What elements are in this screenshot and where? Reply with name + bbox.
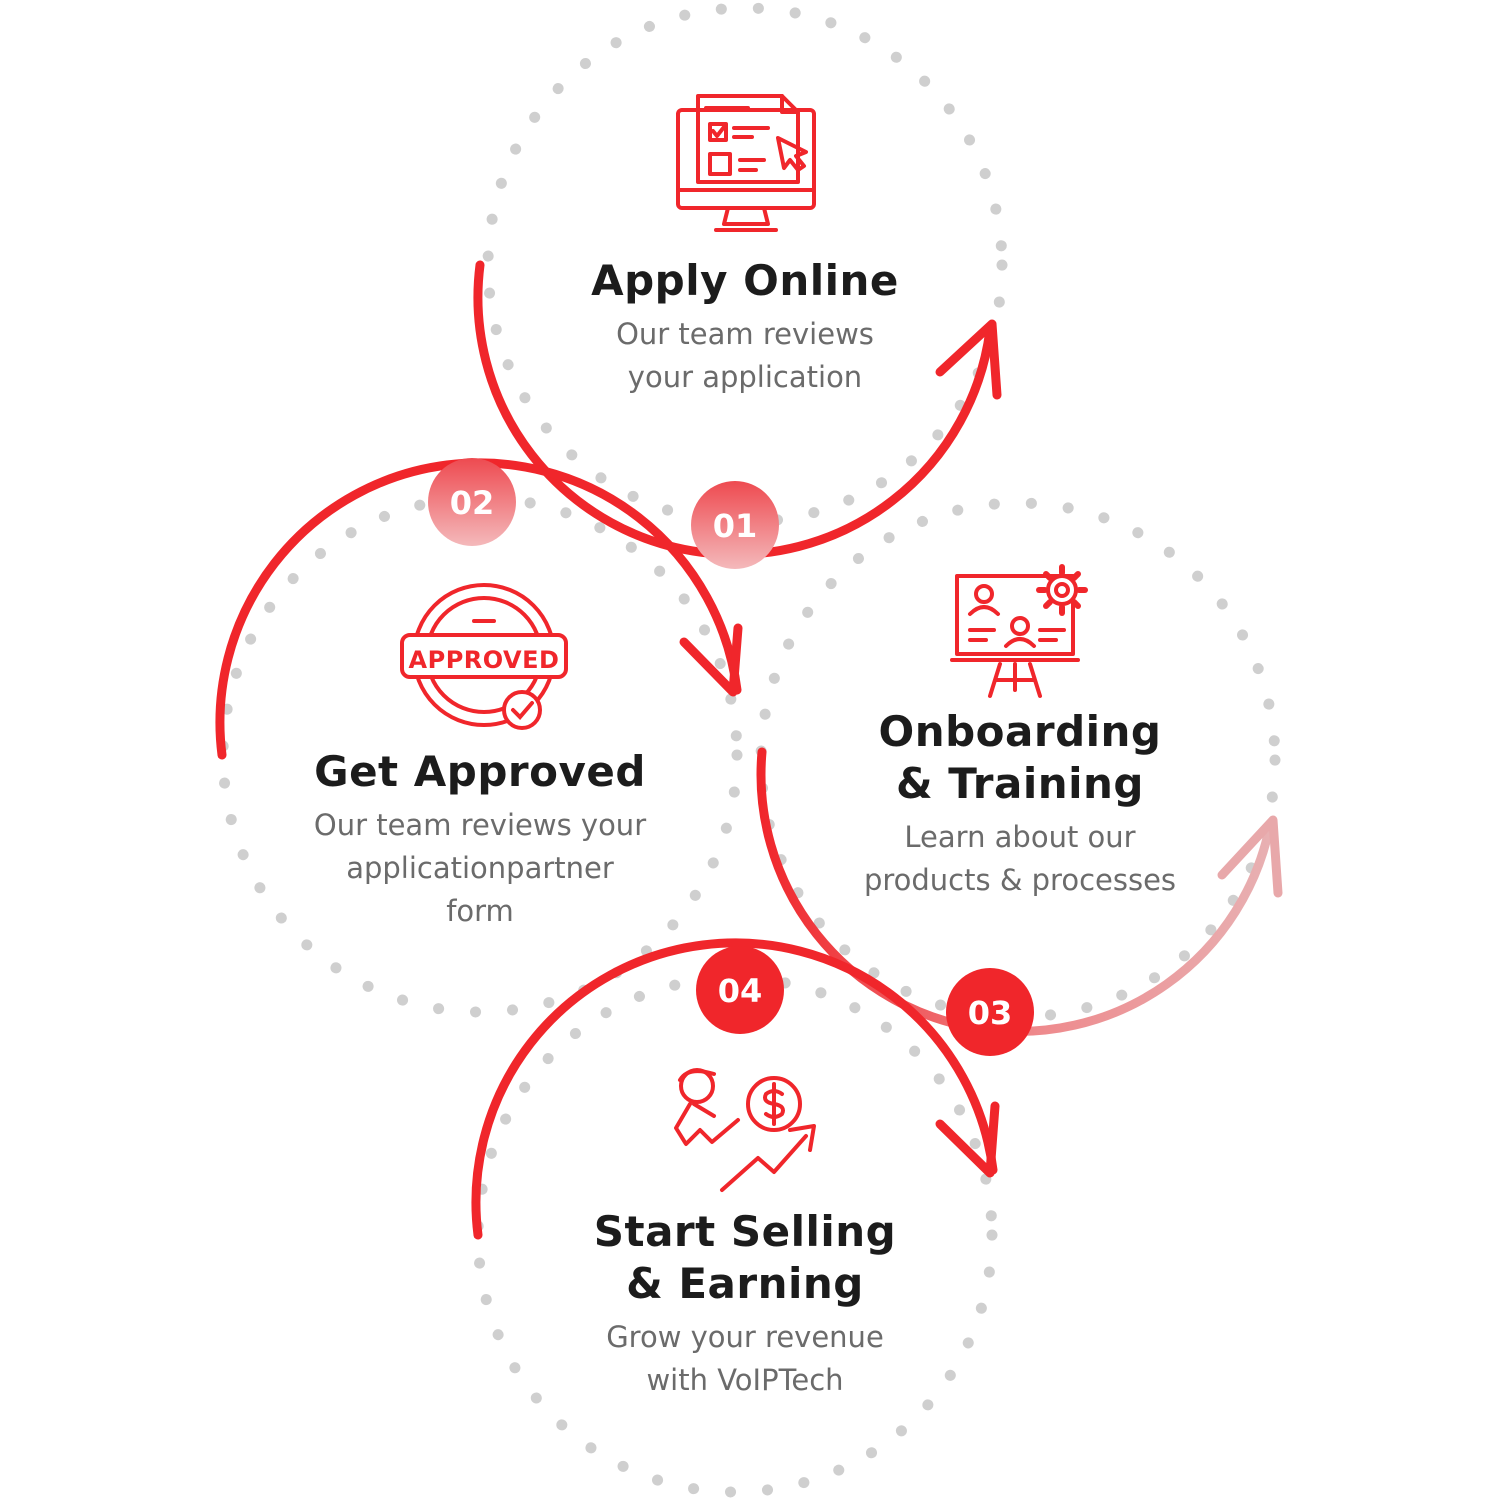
approved-stamp-icon	[400, 583, 568, 730]
training-presentation-icon	[950, 564, 1088, 698]
progress-arc-4	[471, 938, 998, 1240]
step-4-text: Start Selling & Earning Grow your revenu…	[540, 1206, 950, 1402]
dotted-circle-4	[472, 972, 998, 1498]
stamp-label: APPROVED	[409, 646, 560, 674]
step-badge-01: 01	[691, 481, 779, 569]
revenue-growth-icon	[674, 1068, 816, 1192]
step-badge-03: 03	[946, 968, 1034, 1056]
step-number: 02	[450, 484, 495, 522]
arrowhead-2	[679, 623, 743, 697]
step-number: 01	[713, 507, 758, 545]
step-badge-02: 02	[428, 458, 516, 546]
step-1-text: Apply Online Our team reviews your appli…	[545, 255, 945, 399]
step-number: 04	[718, 972, 763, 1010]
dotted-circle-2	[217, 492, 743, 1018]
step-description: Grow your revenue with VoIPTech	[606, 1320, 884, 1397]
step-description: Our team reviews your applicationpartner…	[313, 808, 647, 928]
step-2-text: Get Approved Our team reviews your appli…	[250, 746, 710, 933]
step-title: Get Approved	[314, 747, 646, 796]
step-title: Apply Online	[591, 256, 899, 305]
step-description: Our team reviews your application	[616, 317, 874, 394]
online-application-monitor-icon	[676, 94, 816, 232]
progress-arc-2	[215, 458, 742, 760]
step-number: 03	[968, 994, 1013, 1032]
arrowhead-4	[935, 1101, 1000, 1178]
step-title: Onboarding & Training	[878, 707, 1162, 808]
step-description: Learn about our products & processes	[863, 820, 1177, 897]
arrowhead-1	[935, 319, 1002, 400]
step-3-text: Onboarding & Training Learn about our pr…	[810, 706, 1230, 902]
step-title: Start Selling & Earning	[593, 1207, 897, 1308]
arrowhead-3	[1217, 815, 1283, 898]
step-badge-04: 04	[696, 946, 784, 1034]
